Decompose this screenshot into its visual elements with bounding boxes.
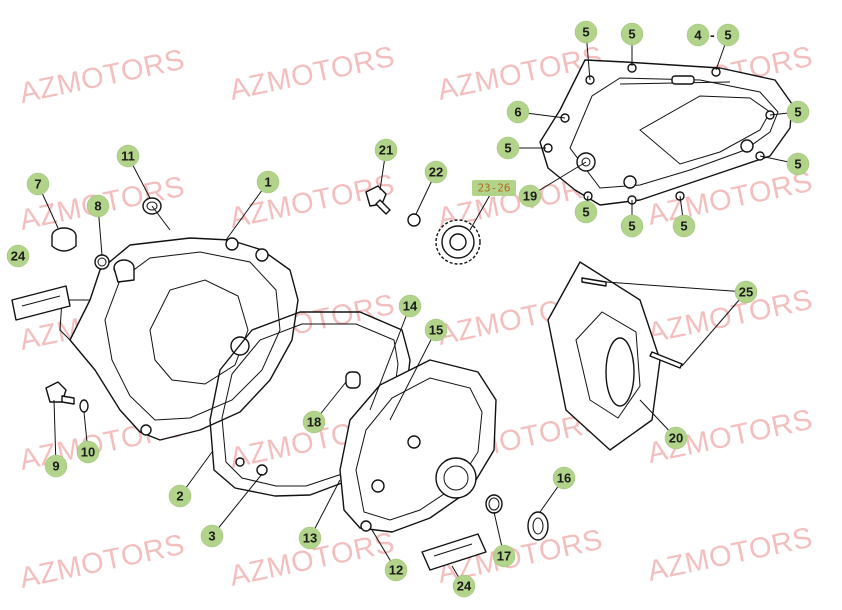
bolt-part — [365, 185, 421, 227]
o-ring-part — [94, 254, 110, 270]
svg-text:10: 10 — [81, 445, 95, 460]
watermark: AZMOTORS — [17, 529, 188, 595]
callout-11: 11 — [116, 144, 140, 168]
plug-part — [51, 227, 77, 252]
sticker-part — [11, 285, 71, 321]
callout-5: 5 — [620, 22, 644, 46]
callout-5: 5 — [716, 23, 740, 47]
callout-13: 13 — [298, 526, 322, 550]
sleeve-part — [113, 259, 135, 283]
svg-text:5: 5 — [724, 28, 731, 43]
svg-text:25: 25 — [739, 285, 753, 300]
callout-12: 12 — [384, 558, 408, 582]
svg-text:15: 15 — [429, 323, 443, 338]
svg-text:20: 20 — [669, 431, 683, 446]
svg-text:21: 21 — [379, 143, 393, 158]
dowel-part — [345, 371, 361, 389]
callout-5: 5 — [786, 100, 810, 124]
svg-text:5: 5 — [628, 27, 635, 42]
sticker-part — [421, 533, 487, 571]
svg-text:23-26: 23-26 — [477, 182, 510, 195]
callout-20: 20 — [664, 426, 688, 450]
outer-cover-part — [339, 359, 497, 533]
svg-text:5: 5 — [582, 25, 589, 40]
callout-5: 5 — [574, 200, 598, 224]
callout-22: 22 — [424, 160, 448, 184]
sprocket-guard-part — [547, 261, 683, 451]
callout-5: 5 — [672, 214, 696, 238]
svg-text:8: 8 — [94, 199, 101, 214]
svg-text:5: 5 — [628, 219, 635, 234]
svg-text:19: 19 — [523, 189, 537, 204]
callout-4: 4 — [686, 23, 710, 47]
svg-text:9: 9 — [52, 459, 59, 474]
svg-text:12: 12 — [389, 563, 403, 578]
callout-2: 2 — [168, 484, 192, 508]
svg-text:3: 3 — [208, 529, 215, 544]
callout-21: 21 — [374, 138, 398, 162]
svg-text:5: 5 — [794, 157, 801, 172]
svg-text:24: 24 — [457, 579, 472, 594]
watermark: AZMOTORS — [645, 522, 816, 588]
svg-text:16: 16 — [557, 471, 571, 486]
callout-18: 18 — [302, 410, 326, 434]
callouts: 1 2 3 4 - 5 5 5 5 5 5 5 5 5 5 5 6 7 8 9 … — [6, 20, 810, 598]
callout-24: 24 — [452, 574, 476, 598]
svg-text:13: 13 — [303, 531, 317, 546]
callout-5: 5 — [496, 136, 520, 160]
svg-text:5: 5 — [582, 205, 589, 220]
callout-8: 8 — [86, 194, 110, 218]
watermark: AZMOTORS — [17, 44, 188, 110]
svg-text:1: 1 — [264, 175, 271, 190]
callout-15: 15 — [424, 318, 448, 342]
svg-text:5: 5 — [794, 105, 801, 120]
callout-dash: - — [710, 27, 715, 43]
svg-text:22: 22 — [429, 165, 443, 180]
svg-text:5: 5 — [680, 219, 687, 234]
callout-10: 10 — [76, 440, 100, 464]
callout-6: 6 — [506, 100, 530, 124]
callout-7: 7 — [26, 172, 50, 196]
svg-text:2: 2 — [176, 489, 183, 504]
callout-24: 24 — [6, 244, 30, 268]
svg-text:17: 17 — [497, 549, 511, 564]
svg-text:11: 11 — [121, 149, 135, 164]
watermark: AZMOTORS — [227, 41, 398, 107]
plug-part — [527, 511, 549, 541]
callout-17: 17 — [492, 544, 516, 568]
callout-14: 14 — [398, 294, 422, 318]
o-ring-part — [485, 494, 503, 514]
svg-text:14: 14 — [403, 299, 418, 314]
watermark: AZMOTORS — [645, 284, 816, 350]
svg-text:18: 18 — [307, 415, 321, 430]
callout-25: 25 — [734, 280, 758, 304]
callout-19: 19 — [518, 184, 542, 208]
clutch-cover-part — [59, 237, 299, 441]
svg-text:7: 7 — [34, 177, 41, 192]
sprocket-part — [435, 219, 481, 265]
svg-text:4: 4 — [694, 28, 702, 43]
callout-9: 9 — [44, 454, 68, 478]
svg-text:6: 6 — [514, 105, 521, 120]
callout-range-23-26: 23-26 — [472, 180, 516, 196]
callout-5: 5 — [786, 152, 810, 176]
callout-1: 1 — [256, 170, 280, 194]
svg-text:24: 24 — [11, 249, 26, 264]
callout-5: 5 — [574, 20, 598, 44]
svg-text:5: 5 — [504, 141, 511, 156]
callout-16: 16 — [552, 466, 576, 490]
callout-3: 3 — [200, 524, 224, 548]
callout-5: 5 — [620, 214, 644, 238]
drain-bolt-part — [45, 381, 89, 413]
